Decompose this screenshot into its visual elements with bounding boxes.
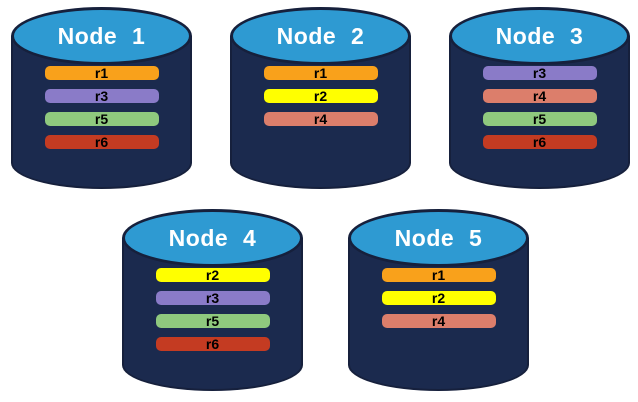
node-cylinder-1: r1 r3 r5 r6 Node 1 xyxy=(11,7,192,189)
replica-bar-r1: r1 xyxy=(44,66,159,80)
replica-bar-r3: r3 xyxy=(44,89,159,103)
replica-bar-r1: r1 xyxy=(263,66,378,80)
replica-list: r1 r3 r5 r6 xyxy=(13,66,190,149)
cylinder-top: Node 4 xyxy=(122,209,303,267)
replica-bar-r4: r4 xyxy=(263,112,378,126)
cylinder-top: Node 1 xyxy=(11,7,192,65)
replica-bar-r5: r5 xyxy=(482,112,597,126)
replica-list: r1 r2 r4 xyxy=(350,268,527,328)
replica-bar-r2: r2 xyxy=(381,291,496,305)
replica-bar-r6: r6 xyxy=(482,135,597,149)
replica-bar-r6: r6 xyxy=(155,337,270,351)
node-label: Node 5 xyxy=(394,224,483,251)
replica-bar-r5: r5 xyxy=(155,314,270,328)
replica-bar-r4: r4 xyxy=(482,89,597,103)
replica-bar-r2: r2 xyxy=(155,268,270,282)
replica-bar-r1: r1 xyxy=(381,268,496,282)
replica-bar-r5: r5 xyxy=(44,112,159,126)
cylinder-top: Node 5 xyxy=(348,209,529,267)
node-label: Node 1 xyxy=(57,22,146,49)
node-label: Node 3 xyxy=(495,22,584,49)
node-label: Node 2 xyxy=(276,22,365,49)
replica-bar-r2: r2 xyxy=(263,89,378,103)
cylinder-top: Node 2 xyxy=(230,7,411,65)
cylinder-body: r2 r3 r5 r6 xyxy=(122,238,303,391)
node-cylinder-3: r3 r4 r5 r6 Node 3 xyxy=(449,7,630,189)
cylinder-top: Node 3 xyxy=(449,7,630,65)
cylinder-body: r1 r2 r4 xyxy=(230,36,411,189)
replica-bar-r3: r3 xyxy=(155,291,270,305)
node-cylinder-4: r2 r3 r5 r6 Node 4 xyxy=(122,209,303,391)
replica-bar-r3: r3 xyxy=(482,66,597,80)
cylinder-body: r1 r2 r4 xyxy=(348,238,529,391)
replica-bar-r6: r6 xyxy=(44,135,159,149)
node-cylinder-5: r1 r2 r4 Node 5 xyxy=(348,209,529,391)
replica-list: r2 r3 r5 r6 xyxy=(124,268,301,351)
replica-bar-r4: r4 xyxy=(381,314,496,328)
node-label: Node 4 xyxy=(168,224,257,251)
node-cylinder-2: r1 r2 r4 Node 2 xyxy=(230,7,411,189)
replica-list: r1 r2 r4 xyxy=(232,66,409,126)
replica-list: r3 r4 r5 r6 xyxy=(451,66,628,149)
